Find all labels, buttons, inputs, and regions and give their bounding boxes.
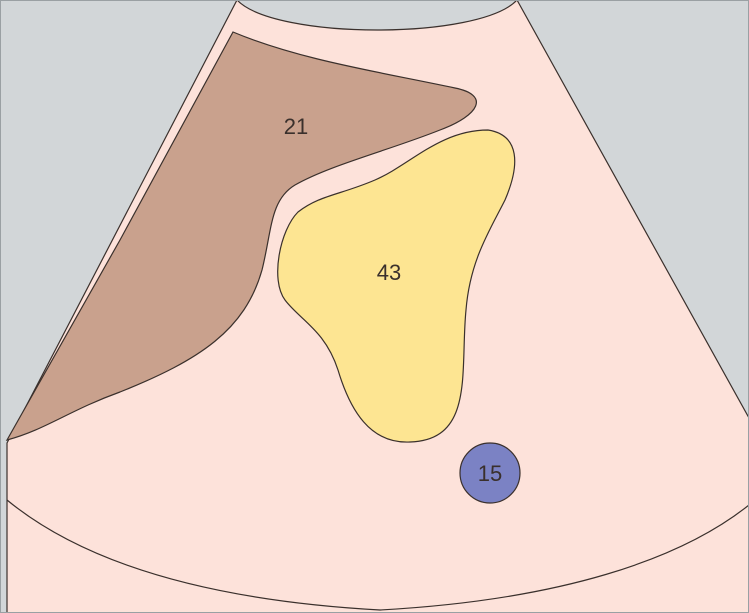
label-15: 15 [478,461,502,486]
label-43: 43 [377,260,401,285]
label-21: 21 [284,114,308,139]
